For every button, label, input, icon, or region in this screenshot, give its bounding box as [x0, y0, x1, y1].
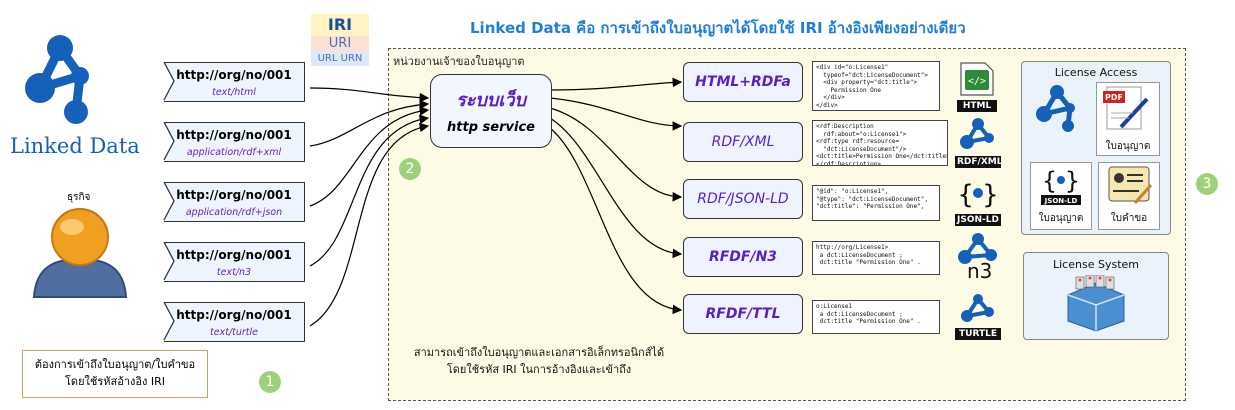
http-service-label: http service	[447, 120, 535, 135]
n3-graph-icon	[958, 233, 997, 264]
license-access-panel: License Access PDF ใบอนุญาต { } JSON-LD …	[1021, 61, 1171, 235]
request-n3: http://org/no/001 text/n3	[164, 242, 305, 282]
pdf-document-icon: PDF	[1103, 86, 1149, 130]
linked-data-icon	[25, 35, 89, 124]
request-rdf-json: http://org/no/001 application/rdf+json	[164, 182, 305, 222]
code-sample-n3: http://org/License1> a dct:LicenseDocume…	[812, 241, 940, 275]
application-form-card[interactable]: ใบคำขอ	[1098, 162, 1160, 230]
html-file-icon: </>	[960, 62, 994, 96]
request-note: ต้องการเข้าถึงใบอนุญาต/ใบคำขอ โดยใช้รหัส…	[22, 350, 208, 398]
step-1-badge: 1	[259, 371, 281, 393]
license-json-card[interactable]: { } JSON-LD ใบอนุญาต	[1030, 162, 1092, 230]
access-description-line-2: โดยใช้รหัส IRI ในการอ้างอิงและเข้าถึง	[446, 363, 632, 376]
request-url: http://org/no/001	[176, 188, 292, 202]
html-logo: </> HTML	[957, 62, 997, 112]
request-mime: application/rdf+json	[185, 207, 283, 218]
license-pdf-card[interactable]: PDF ใบอนุญาต	[1096, 82, 1160, 156]
page-title: Linked Data คือ การเข้าถึงใบอนุญาตได้โดย…	[470, 19, 966, 37]
request-url: http://org/no/001	[176, 308, 292, 322]
application-form-label: ใบคำขอ	[1110, 213, 1148, 224]
svg-text:JSON-LD: JSON-LD	[1044, 197, 1078, 205]
code-sample-json-ld: "@id": "o:License1", "@type": "dct:Licen…	[812, 185, 940, 221]
web-server-box: ระบบเว็บ http service	[430, 74, 552, 148]
server-rack-icon	[1067, 274, 1125, 332]
access-description-line-1: สามารถเข้าถึงใบอนุญาตและเอกสารอิเล็กทรอน…	[413, 346, 665, 359]
linked-data-logo	[18, 30, 102, 132]
license-system-panel: License System	[1023, 252, 1169, 340]
request-chevrons	[163, 61, 175, 341]
format-html-rdfa: HTML+RDFa	[683, 62, 803, 102]
request-mime: application/rdf+xml	[186, 147, 282, 158]
note-line-1: ต้องการเข้าถึงใบอนุญาต/ใบคำขอ	[34, 358, 196, 371]
code-sample-html: <div id="o:License1" typeof="dct:License…	[812, 61, 940, 111]
turtle-graph-icon	[961, 294, 994, 322]
request-url: http://org/no/001	[176, 128, 292, 142]
format-rdf-xml: RDF/XML	[683, 122, 803, 162]
linked-data-graph-icon	[1036, 85, 1075, 132]
svg-text:PDF: PDF	[1105, 93, 1123, 102]
note-line-2: โดยใช้รหัสอ้างอิง IRI	[65, 375, 165, 388]
request-turtle: http://org/no/001 text/turtle	[164, 302, 305, 342]
license-system-title: License System	[1053, 258, 1139, 271]
request-rdf-xml: http://org/no/001 application/rdf+xml	[164, 122, 305, 162]
request-mime: text/n3	[216, 267, 252, 278]
turtle-logo-label: TURTLE	[955, 328, 1001, 340]
request-mime: text/turtle	[210, 327, 258, 338]
json-ld-braces-icon: { }	[957, 180, 998, 210]
license-access-title: License Access	[1054, 66, 1138, 79]
format-rdf-json-ld: RDF/JSON-LD	[683, 179, 803, 219]
json-ld-document-icon: { } JSON-LD	[1041, 167, 1081, 205]
step-3-badge: 3	[1196, 173, 1218, 195]
iri-badge: IRI URI URL URN	[311, 14, 369, 66]
code-sample-rdf-xml: <rdf:Description rdf:about="o:License1">…	[812, 120, 948, 166]
step-2-badge: 2	[399, 158, 421, 180]
license-system-graphic	[1062, 274, 1130, 337]
rdf-xml-graph-icon	[960, 118, 994, 149]
request-html: http://org/no/001 text/html	[164, 62, 305, 102]
html-logo-label: HTML	[957, 100, 997, 112]
license-pdf-label: ใบอนุญาต	[1105, 141, 1151, 152]
application-form-icon	[1108, 166, 1153, 204]
n3-logo: n3	[955, 233, 1001, 285]
linked-data-label: Linked Data	[10, 134, 140, 158]
person-icon	[32, 208, 128, 298]
svg-text:</>: </>	[968, 76, 986, 87]
rdf-xml-logo-label: RDF/XML	[955, 156, 1003, 168]
rdf-xml-logo: RDF/XML	[955, 118, 1003, 168]
business-label: ธุรกิจ	[67, 192, 91, 203]
turtle-logo: TURTLE	[955, 294, 1001, 340]
access-description: สามารถเข้าถึงใบอนุญาตและเอกสารอิเล็กทรอน…	[404, 344, 674, 378]
uri-label: URI	[311, 36, 369, 51]
json-ld-logo-label: JSON-LD	[955, 214, 1001, 226]
request-url: http://org/no/001	[176, 68, 292, 82]
format-rdf-ttl: RFDF/TTL	[683, 294, 803, 334]
format-rdf-n3: RFDF/N3	[683, 237, 803, 277]
web-system-label: ระบบเว็บ	[456, 90, 526, 111]
business-person	[30, 205, 130, 303]
n3-logo-label: n3	[967, 259, 993, 283]
iri-label: IRI	[311, 14, 369, 36]
license-access-graph	[1032, 84, 1082, 136]
request-url: http://org/no/001	[176, 248, 292, 262]
json-ld-logo: { } JSON-LD	[955, 176, 1001, 226]
license-json-label: ใบอนุญาต	[1038, 213, 1084, 224]
request-mime: text/html	[212, 87, 256, 98]
url-urn-label: URL URN	[311, 51, 369, 66]
code-sample-ttl: o:License1 a dct:LicenseDocument ; dct:t…	[812, 300, 940, 334]
owner-label: หน่วยงานเจ้าของใบอนุญาต	[393, 55, 525, 68]
